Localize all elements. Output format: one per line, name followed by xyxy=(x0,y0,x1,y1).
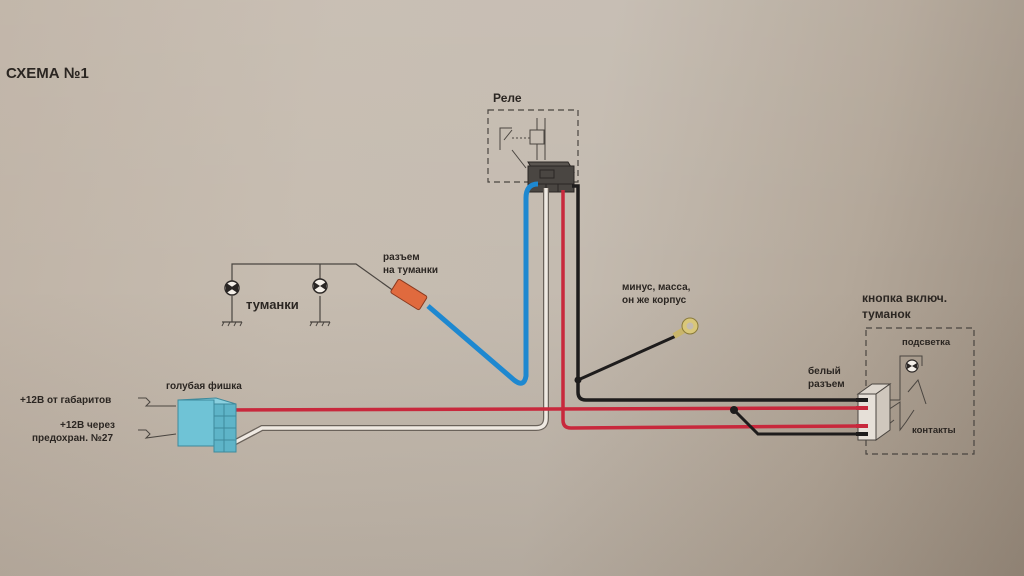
backlight-label: подсветка xyxy=(902,337,951,348)
fog-connector xyxy=(390,278,428,311)
black-wire-terminal xyxy=(577,334,677,382)
white-wire xyxy=(227,188,548,448)
ring-terminal-icon xyxy=(672,317,699,339)
red-wire-main xyxy=(215,406,863,412)
fog-lamps-label: туманки xyxy=(246,297,299,312)
red-wire-relay xyxy=(561,190,863,430)
white-wire-outline xyxy=(226,188,549,449)
pin-black xyxy=(856,398,868,402)
contacts-label: контакты xyxy=(912,425,956,436)
input-label-1: +12В от габаритов xyxy=(20,394,111,406)
fog-connector-label-2: на туманки xyxy=(383,265,438,276)
relay-label: Реле xyxy=(493,91,522,105)
white-connector xyxy=(856,383,892,441)
pin-black xyxy=(856,432,868,436)
blue-connector-label: голубая фишка xyxy=(166,380,242,392)
black-wire-ground xyxy=(572,184,862,402)
fog-lamp-icon xyxy=(312,278,328,294)
junction-dot xyxy=(730,406,738,414)
diagram-title: СХЕМА №1 xyxy=(6,65,89,82)
ground-label-2: он же корпус xyxy=(622,295,687,306)
relay-schematic-icon xyxy=(499,118,546,169)
ground-symbol-icon xyxy=(221,321,243,327)
relay-block xyxy=(527,161,575,193)
white-connector-label-1: белый xyxy=(808,365,841,377)
input-label-2b: предохран. №27 xyxy=(32,433,113,444)
ground-label-1: минус, масса, xyxy=(622,282,691,293)
button-title-2: туманок xyxy=(862,307,912,321)
input-leader-2 xyxy=(138,429,177,439)
input-label-2a: +12В через xyxy=(60,420,115,431)
junction-dot xyxy=(574,376,582,384)
fog-connector-label-1: разъем xyxy=(383,252,420,263)
pin-red xyxy=(856,406,868,410)
input-leader-1 xyxy=(138,397,176,407)
relay-dashed-boundary xyxy=(487,109,579,183)
fog-lamp-circuit-lines xyxy=(222,263,399,323)
pin-red xyxy=(856,424,868,428)
blue-wire xyxy=(426,181,539,386)
blue-connector xyxy=(177,397,237,453)
ground-symbol-icon xyxy=(309,321,331,327)
backlight-lamp-icon xyxy=(905,359,919,373)
fog-lamp-icon xyxy=(224,280,240,296)
black-wire-jumper xyxy=(732,408,862,436)
button-title-1: кнопка включ. xyxy=(862,291,947,305)
white-connector-label-2: разъем xyxy=(808,379,845,390)
